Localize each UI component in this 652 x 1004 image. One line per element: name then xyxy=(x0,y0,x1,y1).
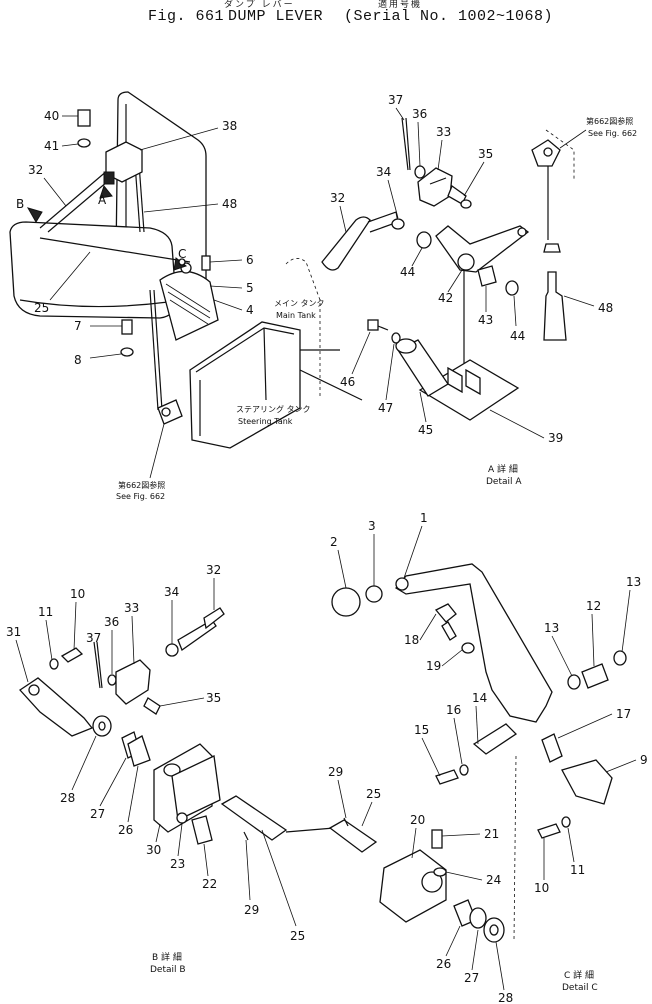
callout-14: 14 xyxy=(472,691,487,705)
overview-callouts: 40 41 38 32 48 6 5 4 7 8 25 B A C メイン タン… xyxy=(16,109,325,501)
callout-1: 1 xyxy=(420,511,428,525)
callout-6: 6 xyxy=(246,253,254,267)
callout-37b: 37 xyxy=(86,631,101,645)
callout-25a: 25 xyxy=(290,929,305,943)
figure-number: Fig. 661 xyxy=(148,8,225,25)
callout-10b: 10 xyxy=(70,587,85,601)
callout-12: 12 xyxy=(586,599,601,613)
main-tank-label: Main Tank xyxy=(276,311,316,320)
callout-5: 5 xyxy=(246,281,254,295)
figure-title: DUMP LEVER xyxy=(228,8,324,25)
callout-24: 24 xyxy=(486,873,501,887)
detail-c-callouts: 1 2 3 18 19 13 12 13 14 16 15 17 9 10 11… xyxy=(330,511,648,1004)
callout-47: 47 xyxy=(378,401,393,415)
callout-40: 40 xyxy=(44,109,59,123)
callout-19: 19 xyxy=(426,659,441,673)
callout-44a: 44 xyxy=(400,265,415,279)
steering-tank-jp: ステアリング タンク xyxy=(236,404,311,414)
callout-28b: 28 xyxy=(60,791,75,805)
callout-32a: 32 xyxy=(330,191,345,205)
detail-c-parts xyxy=(331,563,627,943)
callout-34: 34 xyxy=(376,165,391,179)
callout-15: 15 xyxy=(414,723,429,737)
steering-tank-label: Steering Tank xyxy=(238,417,293,426)
callout-16: 16 xyxy=(446,703,461,717)
callout-42: 42 xyxy=(438,291,453,305)
callout-41: 41 xyxy=(44,139,59,153)
callout-45: 45 xyxy=(418,423,433,437)
callout-7: 7 xyxy=(74,319,82,333)
callout-30: 30 xyxy=(146,843,161,857)
callout-C: C xyxy=(178,247,186,261)
detail-b-label: Detail B xyxy=(150,965,186,975)
detail-c-label: Detail C xyxy=(562,983,598,993)
detail-a-jp: A 詳 細 xyxy=(488,463,518,475)
callout-44b: 44 xyxy=(510,329,525,343)
callout-35: 35 xyxy=(478,147,493,161)
callout-13a: 13 xyxy=(544,621,559,635)
callout-36: 36 xyxy=(412,107,427,121)
callout-22: 22 xyxy=(202,877,217,891)
callout-2: 2 xyxy=(330,535,338,549)
callout-26b: 26 xyxy=(118,823,133,837)
callout-35b: 35 xyxy=(206,691,221,705)
callout-33b: 33 xyxy=(124,601,139,615)
callout-21: 21 xyxy=(484,827,499,841)
callout-17: 17 xyxy=(616,707,631,721)
see-fig-right: See Fig. 662 xyxy=(588,129,637,138)
callout-11b: 11 xyxy=(38,605,53,619)
callout-9: 9 xyxy=(640,753,648,767)
callout-23: 23 xyxy=(170,857,185,871)
detail-a-callouts: 37 36 33 35 34 32 44 42 43 44 48 46 47 4… xyxy=(330,93,637,487)
callout-10c: 10 xyxy=(534,881,549,895)
kana-serial: 適用号機 xyxy=(378,0,423,10)
callout-8: 8 xyxy=(74,353,82,367)
callout-13b: 13 xyxy=(626,575,641,589)
callout-11c: 11 xyxy=(570,863,585,877)
callout-27c: 27 xyxy=(464,971,479,985)
callout-31: 31 xyxy=(6,625,21,639)
callout-48: 48 xyxy=(222,197,237,211)
callout-39: 39 xyxy=(548,431,563,445)
main-tank-jp: メイン タンク xyxy=(274,299,325,308)
callout-33: 33 xyxy=(436,125,451,139)
detail-a-label: Detail A xyxy=(486,477,522,487)
callout-25: 25 xyxy=(34,301,49,315)
callout-38: 38 xyxy=(222,119,237,133)
machine-overview xyxy=(9,91,363,449)
callout-34b: 34 xyxy=(164,585,179,599)
detail-c-jp: C 詳 細 xyxy=(564,969,594,981)
see-fig-jp-right: 第662図参照 xyxy=(586,116,633,126)
detail-a-parts xyxy=(321,117,575,421)
callout-37: 37 xyxy=(388,93,403,107)
callout-18: 18 xyxy=(404,633,419,647)
serial-range: (Serial No. 1002~1068) xyxy=(344,8,554,25)
callout-36b: 36 xyxy=(104,615,119,629)
callout-27b: 27 xyxy=(90,807,105,821)
detail-b-callouts: 11 10 37 36 33 34 32 31 35 28 27 26 30 2… xyxy=(6,563,381,975)
callout-46: 46 xyxy=(340,375,355,389)
callout-B: B xyxy=(16,197,24,211)
see-fig-left: See Fig. 662 xyxy=(116,492,165,501)
kana-title: ダンプ レバー xyxy=(224,0,295,10)
callout-A: A xyxy=(98,193,107,207)
callout-48a: 48 xyxy=(598,301,613,315)
callout-43: 43 xyxy=(478,313,493,327)
callout-25b: 25 xyxy=(366,787,381,801)
callout-32: 32 xyxy=(28,163,43,177)
callout-29b: 29 xyxy=(328,765,343,779)
see-fig-jp-left: 第662図参照 xyxy=(118,480,165,490)
callout-4: 4 xyxy=(246,303,254,317)
detail-b-jp: B 詳 細 xyxy=(152,951,182,963)
detail-b-parts xyxy=(19,607,378,853)
callout-3: 3 xyxy=(368,519,376,533)
callout-20: 20 xyxy=(410,813,425,827)
callout-28c: 28 xyxy=(498,991,513,1004)
callout-26c: 26 xyxy=(436,957,451,971)
callout-29a: 29 xyxy=(244,903,259,917)
callout-32b: 32 xyxy=(206,563,221,577)
